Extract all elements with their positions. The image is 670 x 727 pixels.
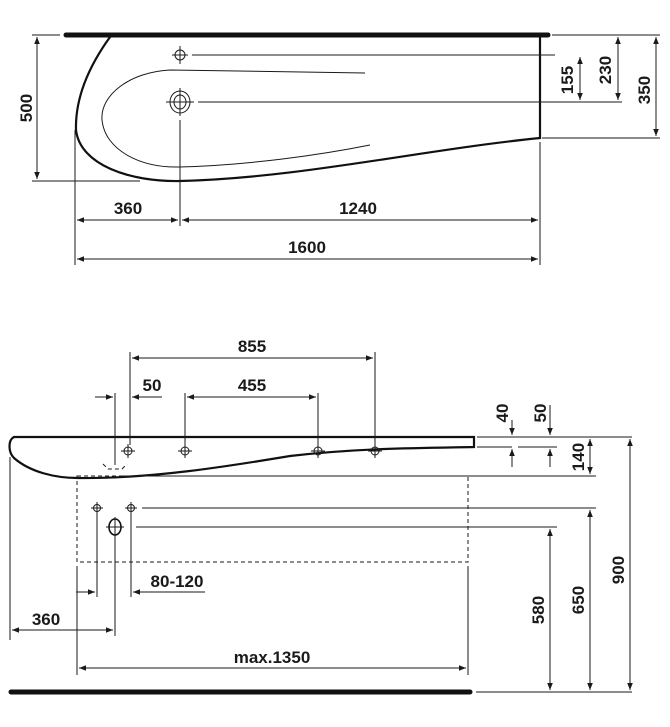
dim-supply-height: 650 xyxy=(569,586,588,614)
basin-outline xyxy=(74,36,542,183)
supply-valve-icon xyxy=(125,502,137,514)
side-view: 855 50 455 40 50 140 900 650 580 80-120 … xyxy=(8,337,633,695)
dim-wall-to-drain: 230 xyxy=(596,56,615,84)
hole-icon xyxy=(178,444,192,458)
dim-drain-height: 580 xyxy=(529,596,548,624)
drain-outlet-icon xyxy=(106,517,124,537)
dim-hole-offset: 50 xyxy=(143,376,162,395)
hole-icon xyxy=(368,444,382,458)
dim-wall-to-right-end: 350 xyxy=(635,76,654,104)
bowl-outline xyxy=(101,69,371,168)
dim-rim-height: 900 xyxy=(609,556,628,584)
max-cabinet-outline xyxy=(76,475,469,563)
dim-hole-span-outer: 855 xyxy=(238,337,266,356)
hole-icon xyxy=(121,444,135,458)
dim-tap-to-drain: 155 xyxy=(558,66,577,94)
dim-left-to-drain-side: 360 xyxy=(32,610,60,629)
dim-rim-50: 50 xyxy=(531,404,550,423)
supply-valve-icon xyxy=(91,502,103,514)
dim-supply-spacing: 80-120 xyxy=(151,572,204,591)
drain-hole-icon xyxy=(166,88,194,116)
top-view: 500 155 230 350 360 1240 1600 xyxy=(17,32,660,265)
dim-total-width: 1600 xyxy=(288,238,326,257)
dim-depth: 500 xyxy=(17,94,36,122)
dim-hole-span-inner: 455 xyxy=(238,376,266,395)
dim-drain-to-right: 1240 xyxy=(339,199,377,218)
basin-side-outline xyxy=(8,435,476,480)
tap-hole-icon xyxy=(172,46,188,64)
dim-max-width: max.1350 xyxy=(234,648,311,667)
dim-rim-40: 40 xyxy=(493,404,512,423)
dim-depth-140: 140 xyxy=(569,443,588,471)
dim-left-to-drain: 360 xyxy=(114,199,142,218)
hole-icon xyxy=(311,444,325,458)
tap-holes xyxy=(121,444,382,458)
